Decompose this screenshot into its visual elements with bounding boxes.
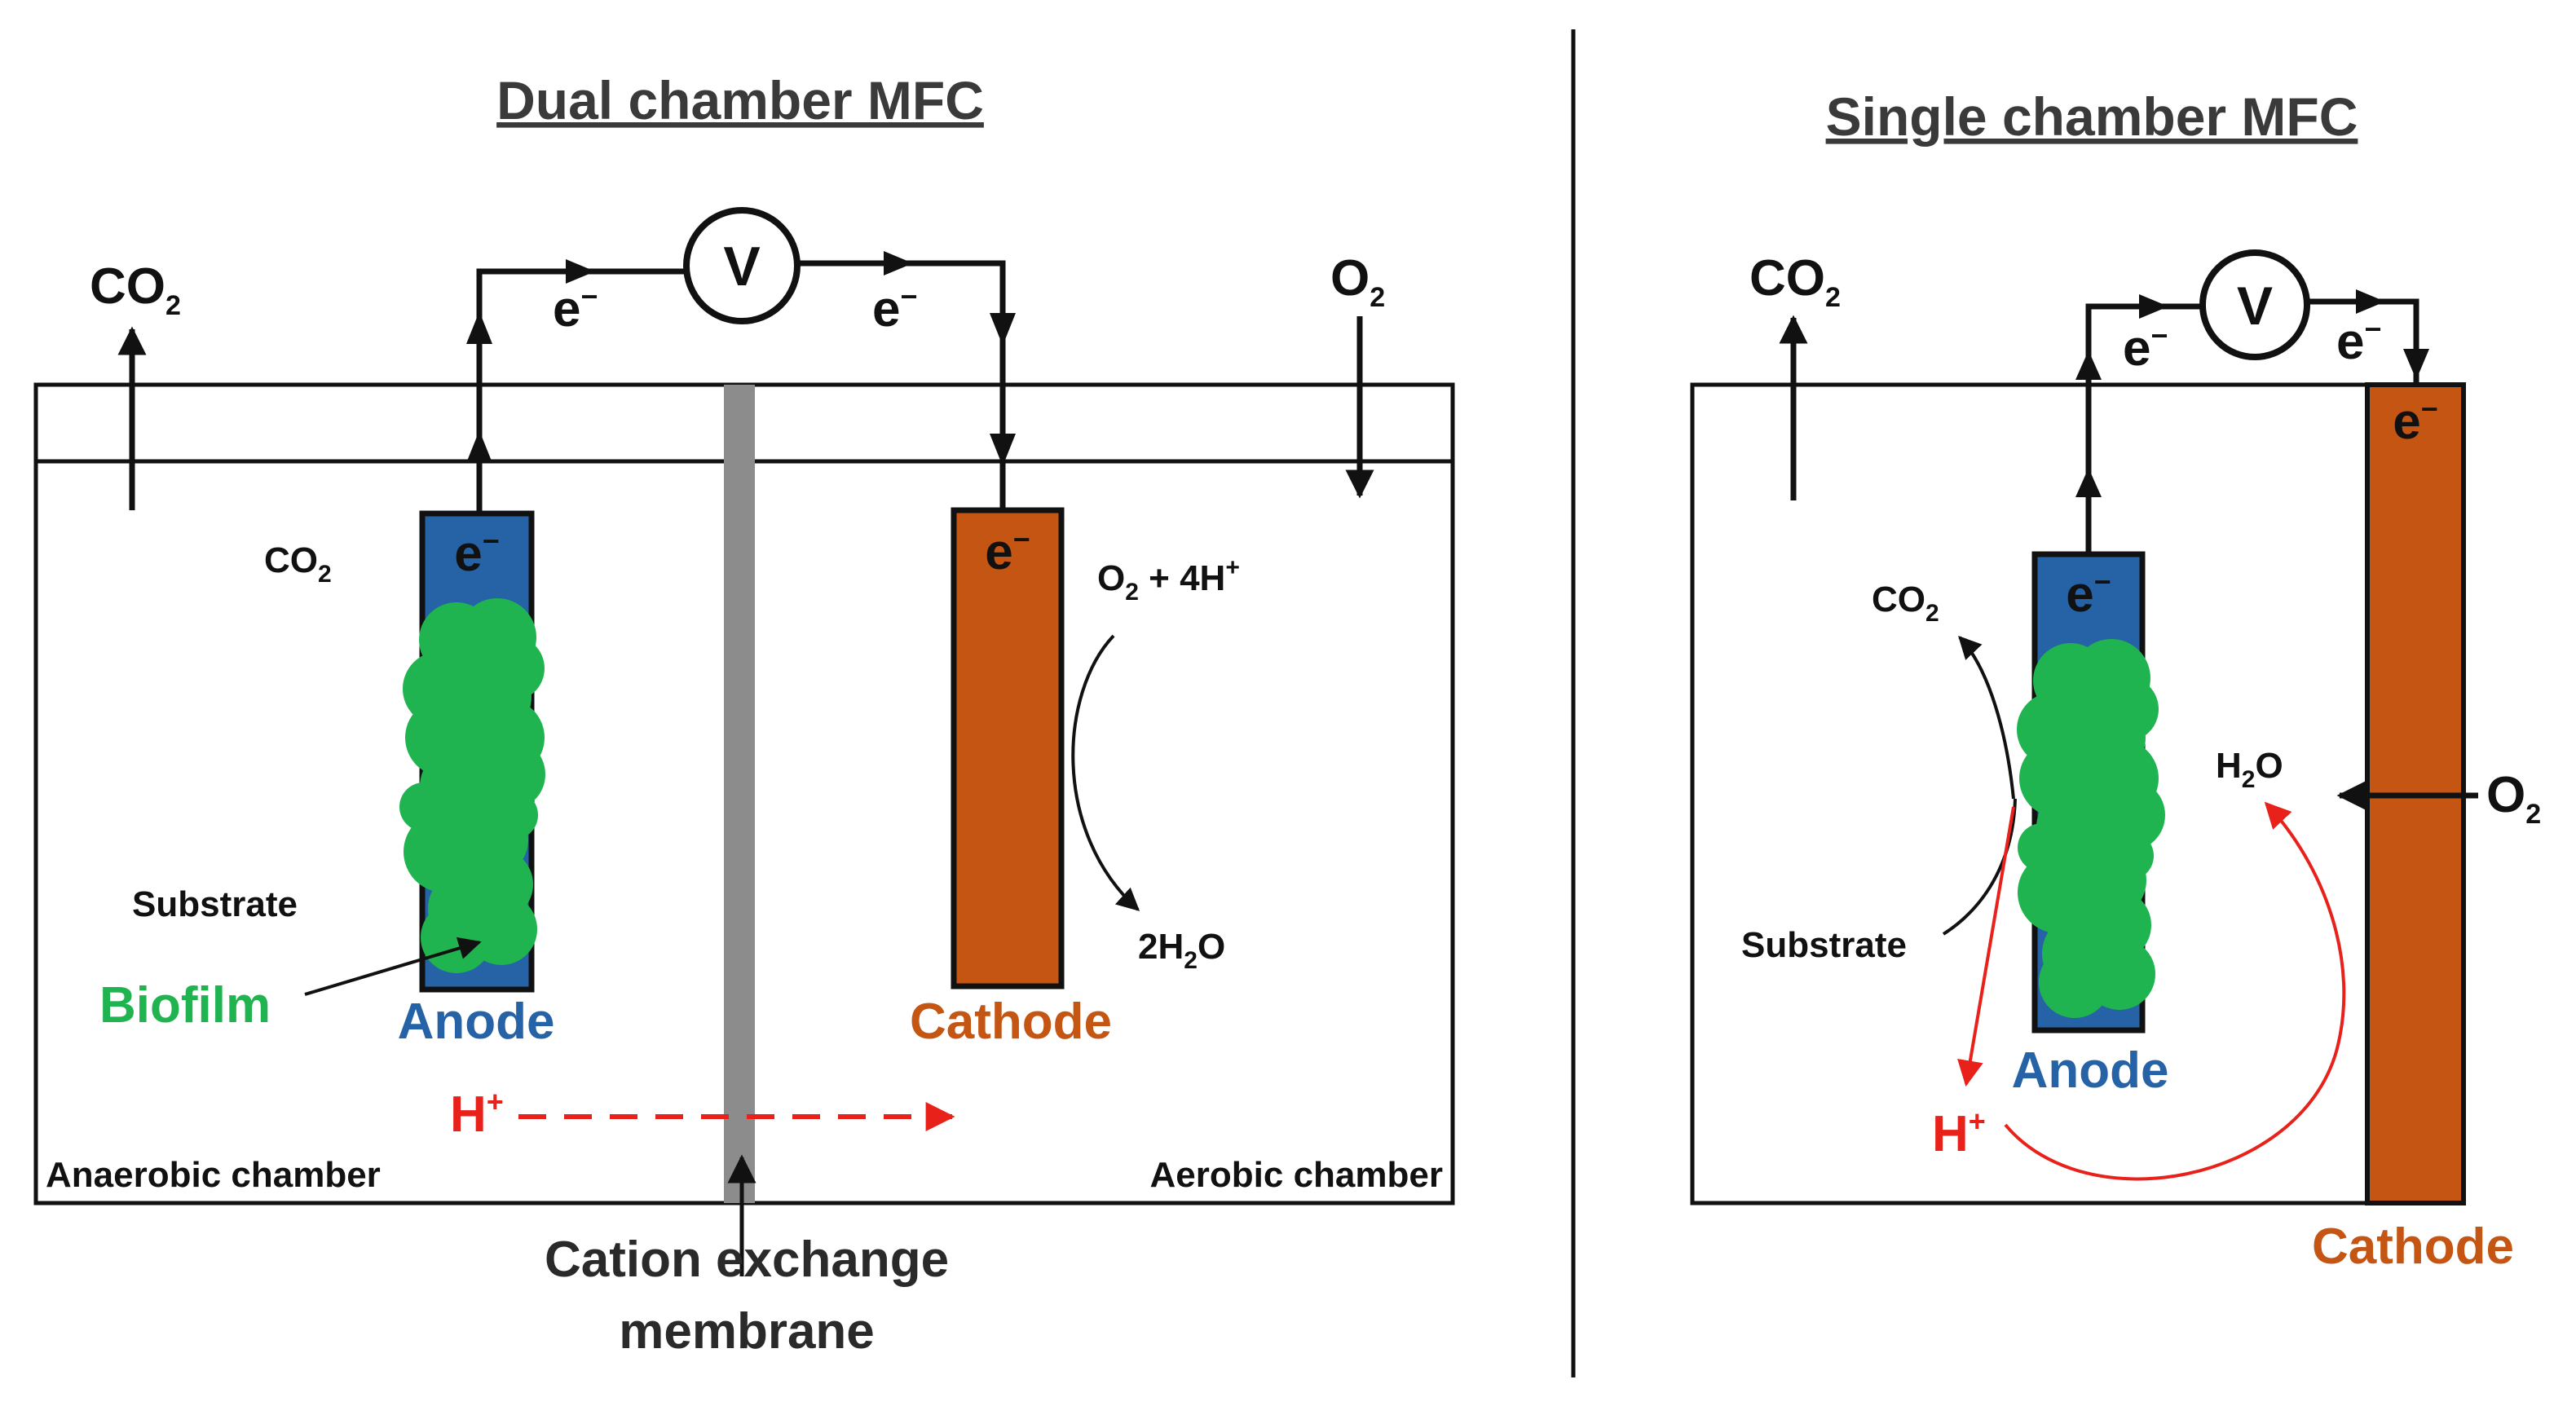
single-voltmeter-label: V (2237, 275, 2273, 336)
single-proton-label: H+ (1932, 1104, 1986, 1162)
dual-wire-right (799, 260, 1006, 513)
dual-wire-arrow-up-2 (466, 430, 492, 463)
dual-cathode-label: Cathode (910, 994, 1112, 1050)
dual-voltmeter-label: V (723, 236, 760, 298)
dual-h2o-product: 2H2O (1138, 927, 1225, 974)
single-proton-arc (2004, 801, 2346, 1181)
single-chamber-panel: Single chamber MFC e− V e− e− CO2 e− (1690, 86, 2541, 1275)
dual-o2-gas: O2 (1330, 250, 1385, 313)
dual-wire-arrow-down-1 (990, 313, 1016, 346)
single-e-wire-right: e− (2336, 312, 2382, 370)
single-title: Single chamber MFC (1826, 86, 2358, 147)
dual-voltmeter (683, 207, 801, 324)
single-voltmeter (2199, 249, 2310, 360)
single-anode-e: e− (2066, 565, 2111, 623)
dual-wire-arrow-right-2 (884, 251, 913, 275)
dual-cathode-e: e− (985, 522, 1030, 580)
dual-biofilm-pointer (304, 937, 482, 996)
dual-wire-arrow-up (466, 311, 492, 344)
dual-substrate-label: Substrate (132, 884, 298, 924)
dual-co2-gas: CO2 (90, 258, 181, 321)
single-co2-arrow-small (1958, 635, 2015, 800)
single-wire-arrow-right-2 (2356, 289, 2385, 314)
single-wire-arrow-right-1 (2139, 294, 2168, 319)
membrane-label-line1: Cation exchange (545, 1232, 949, 1288)
dual-anode-label: Anode (398, 994, 555, 1050)
single-co2-gas: CO2 (1749, 250, 1841, 313)
dual-cathode (951, 507, 1065, 989)
dual-title: Dual chamber MFC (496, 70, 984, 130)
single-h2o: H2O (2216, 746, 2283, 793)
single-anode-label: Anode (2012, 1042, 2169, 1099)
dual-e-wire-left: e− (553, 280, 598, 337)
dual-wire-arrow-down-2 (990, 434, 1016, 466)
aerobic-chamber-label: Aerobic chamber (1150, 1155, 1443, 1195)
dual-biofilm-label: Biofilm (99, 977, 271, 1034)
dual-co2-small: CO2 (264, 540, 332, 588)
single-wire-arrow-up-2 (2075, 468, 2102, 497)
dual-anode-e: e− (454, 524, 500, 582)
membrane (724, 385, 755, 1203)
single-co2-small: CO2 (1872, 580, 1939, 627)
single-substrate-label: Substrate (1741, 925, 1907, 965)
single-o2: O2 (2486, 767, 2541, 830)
dual-e-wire-right: e− (872, 280, 918, 337)
single-biofilm-cluster (2017, 639, 2165, 1018)
single-substrate-pointer (1942, 798, 2017, 936)
dual-wire-arrow-right-1 (566, 259, 595, 284)
dual-o2-reaction: O2 + 4H+ (1097, 554, 1240, 606)
single-wire-arrow-down (2403, 349, 2429, 380)
dual-chamber-panel: Dual chamber MFC V e− e− CO2 O2 e− (33, 70, 1455, 1360)
dual-proton-label: H+ (450, 1085, 504, 1143)
single-cathode-e: e− (2393, 392, 2438, 450)
single-cathode-label: Cathode (2312, 1219, 2514, 1275)
single-e-wire-left: e− (2123, 319, 2168, 377)
membrane-label-line2: membrane (619, 1303, 875, 1360)
anaerobic-chamber-label: Anaerobic chamber (46, 1155, 381, 1195)
single-wire-arrow-up (2075, 350, 2102, 380)
single-proton-arrow-down (1957, 806, 2015, 1087)
dual-reaction-arrow (1071, 634, 1140, 911)
